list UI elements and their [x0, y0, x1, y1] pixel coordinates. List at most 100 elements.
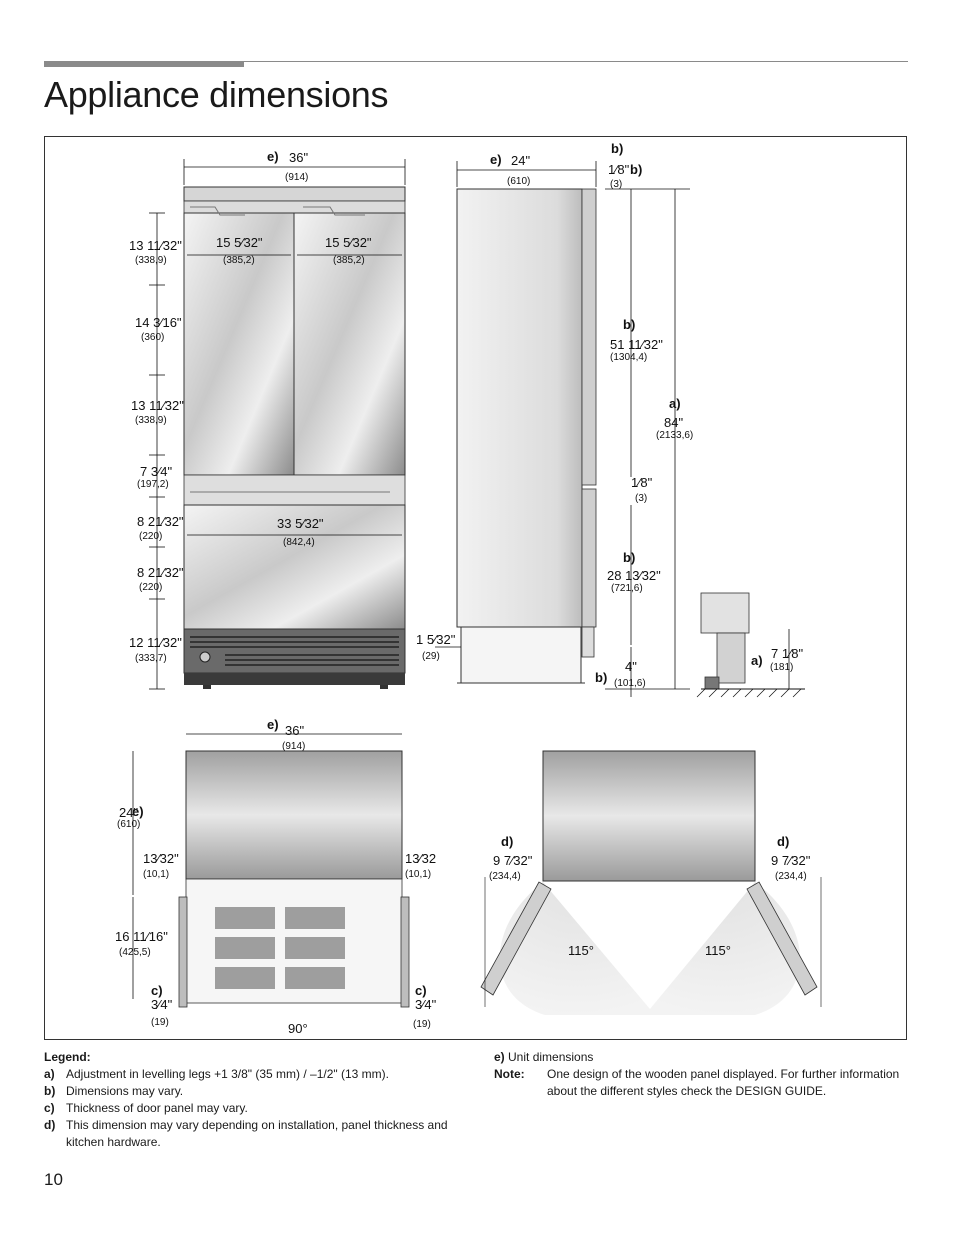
h5-in: 8 21⁄32": [137, 514, 184, 529]
door-right-mm: (385,2): [333, 255, 365, 266]
top-view-115: d) 9 7⁄32" (234,4) d) 9 7⁄32" (234,4) 11…: [480, 750, 822, 1015]
legend-item: b) Dimensions may vary.: [44, 1083, 454, 1100]
design-note: Note: One design of the wooden panel dis…: [494, 1066, 904, 1100]
legend-key: a): [44, 1067, 55, 1081]
top90-panel-left-mm: (19): [151, 1017, 169, 1028]
legend-title: Legend:: [44, 1050, 91, 1064]
side-top-key2: b): [630, 162, 642, 177]
front-width-key: e): [267, 149, 279, 164]
side-gap-in: 1⁄8": [631, 475, 653, 490]
door-right-in: 15 5⁄32": [325, 235, 372, 250]
leg-in: 7 1⁄8": [771, 646, 803, 661]
side-plinth-mm: (29): [422, 651, 440, 662]
side-depth-mm: (610): [507, 176, 530, 187]
right-door: [293, 212, 406, 476]
side-top-key: b): [611, 141, 623, 156]
legend-text: Thickness of door panel may vary.: [66, 1101, 248, 1115]
top115-right-mm: (234,4): [775, 871, 807, 882]
top115-left-key: d): [501, 834, 513, 849]
side-top-mm: (3): [610, 179, 622, 190]
top90-panel-left-key: c): [151, 983, 163, 998]
top115-left-in: 9 7⁄32": [493, 853, 533, 868]
side-base-in: 4": [625, 659, 637, 674]
side-depth-in: 24": [511, 153, 530, 168]
left-door: [183, 212, 295, 476]
front-width-mm: (914): [285, 172, 308, 183]
side-view: e) 24" (610) b) 1⁄8" b) (3) b) 51 11⁄32"…: [416, 141, 693, 697]
side-gap-mm: (3): [635, 493, 647, 504]
door-left-mm: (385,2): [223, 255, 255, 266]
top115-right-in: 9 7⁄32": [771, 853, 811, 868]
note-key: Note:: [494, 1067, 525, 1081]
legend-key: d): [44, 1118, 56, 1132]
legend-key: b): [44, 1084, 56, 1098]
top90-panel-right-mm: (19): [413, 1019, 431, 1030]
side-plinth-in: 1 5⁄32": [416, 632, 456, 647]
top90-right-off-mm: (10,1): [405, 869, 431, 880]
side-total-key: a): [669, 396, 681, 411]
unit-note: e) Unit dimensions: [494, 1049, 904, 1066]
side-lower-mm: (721,6): [611, 583, 643, 594]
top90-depth-key: e): [132, 804, 144, 819]
legend-key: c): [44, 1101, 55, 1115]
front-width-in: 36": [289, 150, 308, 165]
top90-depth-mm: (610): [117, 819, 140, 830]
side-upper-key: b): [623, 317, 635, 332]
h4-in: 7 3⁄4": [140, 464, 172, 479]
side-top-in: 1⁄8": [608, 162, 630, 177]
top90-width-key: e): [267, 717, 279, 732]
freezer-drawer: [183, 504, 406, 630]
unit-note-text: Unit dimensions: [508, 1050, 594, 1064]
legend-text: Dimensions may vary.: [66, 1084, 184, 1098]
top90-width-in: 36": [285, 723, 304, 738]
top115-left-mm: (234,4): [489, 871, 521, 882]
top90-swing-mm: (425,5): [119, 947, 151, 958]
side-upper-mm: (1304,4): [610, 352, 647, 363]
page-title: Appliance dimensions: [44, 74, 389, 115]
top115-right-key: d): [777, 834, 789, 849]
top90-width-mm: (914): [282, 741, 305, 752]
h2-mm: (360): [141, 332, 164, 343]
notes: e) Unit dimensions Note: One design of t…: [494, 1049, 904, 1100]
top90-right-off-in: 13⁄32: [405, 851, 436, 866]
top90-panel-left-in: 3⁄4": [151, 997, 173, 1012]
legend-item: a) Adjustment in levelling legs +1 3/8" …: [44, 1066, 454, 1083]
dimensions-drawing: e) 36" (914) 15 5⁄32" (385,2) 15 5⁄32" (…: [115, 141, 822, 1036]
top90-panel-right-key: c): [415, 983, 427, 998]
h1-in: 13 11⁄32": [129, 238, 182, 253]
h4-mm: (197,2): [137, 479, 169, 490]
door-left-in: 15 5⁄32": [216, 235, 263, 250]
legend-text: Adjustment in levelling legs +1 3/8" (35…: [66, 1067, 389, 1081]
side-upper-in: 51 11⁄32": [610, 337, 663, 352]
side-lower-key: b): [623, 550, 635, 565]
legend-item: d) This dimension may vary depending on …: [44, 1117, 454, 1151]
note-text: One design of the wooden panel displayed…: [547, 1067, 900, 1098]
legend-item: c) Thickness of door panel may vary.: [44, 1100, 454, 1117]
side-total-mm: (2133,6): [656, 430, 693, 441]
top90-angle: 90°: [288, 1021, 308, 1036]
top90-panel-right-in: 3⁄4": [415, 997, 437, 1012]
h2-in: 14 3⁄16": [135, 315, 182, 330]
top90-left-off-in: 13⁄32": [143, 851, 179, 866]
top115-angle-right: 115°: [705, 943, 731, 958]
side-base-key: b): [595, 670, 607, 685]
top90-swing-in: 16 11⁄16": [115, 929, 168, 944]
h3-in: 13 11⁄32": [131, 398, 184, 413]
dimensions-figure: e) 36" (914) 15 5⁄32" (385,2) 15 5⁄32" (…: [44, 136, 907, 1040]
leg-mm: (181): [770, 662, 793, 673]
h7-mm: (333,7): [135, 653, 167, 664]
top-view-90: e) 36" (914) e) 24" (610) 13⁄32" (10,1) …: [115, 717, 437, 1036]
h7-in: 12 11⁄32": [129, 635, 182, 650]
header-accent-bar: [44, 61, 244, 67]
h1-mm: (338,9): [135, 255, 167, 266]
side-total-in: 84": [664, 415, 683, 430]
page-number: 10: [44, 1170, 63, 1189]
unit-note-key: e): [494, 1050, 505, 1064]
h6-mm: (220): [139, 582, 162, 593]
h3-mm: (338,9): [135, 415, 167, 426]
front-view: e) 36" (914) 15 5⁄32" (385,2) 15 5⁄32" (…: [129, 149, 406, 690]
top90-depth-in: 24": [119, 805, 138, 820]
h5-mm: (220): [139, 531, 162, 542]
grille: [183, 628, 406, 674]
header-rule: [44, 61, 908, 62]
